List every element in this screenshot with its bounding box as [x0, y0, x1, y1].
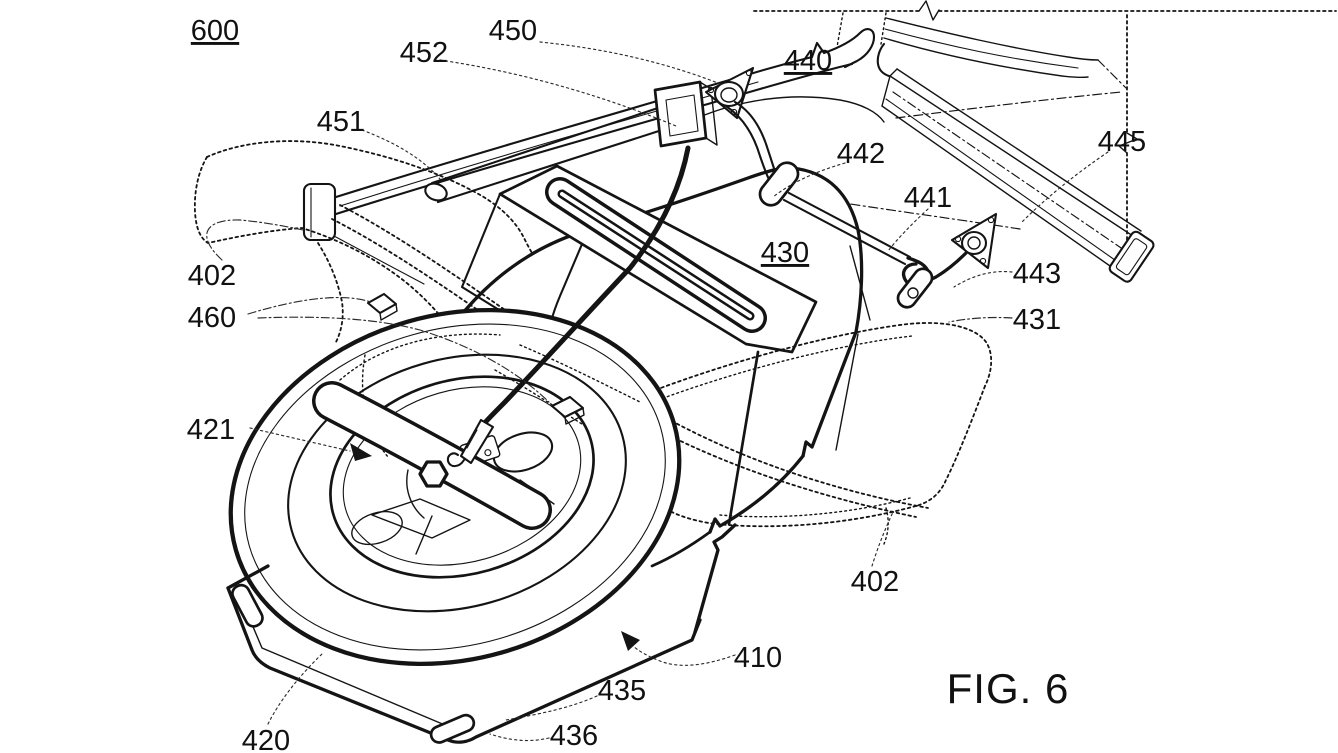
tray-slot-436-left [231, 583, 264, 628]
frame-channel-end [302, 182, 425, 285]
ref-label-442: 442 [837, 138, 885, 170]
ref-label-435: 435 [598, 675, 646, 707]
ref-label-402-left: 402 [188, 260, 236, 292]
rim-vent-hole [492, 431, 554, 473]
hex-hole [418, 460, 449, 488]
ref-label-430: 430 [761, 237, 809, 269]
handle-strap-421 [312, 381, 552, 530]
mount-bracket-b [950, 212, 998, 270]
ref-label-443: 443 [1013, 258, 1061, 290]
cross-member-rail [334, 17, 1099, 216]
ref-label-420: 420 [242, 725, 290, 753]
winch-cable-450 [446, 145, 691, 468]
ref-label-445: 445 [1098, 126, 1146, 158]
hook-443 [896, 251, 968, 309]
ref-label-410: 410 [734, 642, 782, 674]
ref-label-402-lower: 402 [851, 566, 899, 598]
ref-label-441: 441 [904, 182, 952, 214]
arrowhead-410 [621, 631, 640, 651]
link-442 [758, 161, 800, 207]
figure-caption: FIG. 6 [947, 665, 1070, 712]
retainer-rod-442-441 [724, 100, 912, 266]
flange-bracket-452 [653, 80, 718, 148]
carrier-tray-410 [226, 523, 737, 744]
arrowhead-421 [350, 443, 372, 461]
reference-numerals: 600 450 452 451 440 442 441 445 443 431 … [187, 15, 1146, 753]
mount-bracket-a [704, 66, 755, 120]
ref-label-452: 452 [400, 37, 448, 69]
ref-label-450: 450 [489, 15, 537, 47]
leader-lines [206, 41, 1109, 742]
tray-slot-436-bottom [429, 713, 476, 744]
ref-label-431: 431 [1013, 304, 1061, 336]
ref-label-436: 436 [550, 720, 598, 752]
ref-label-440: 440 [784, 45, 832, 77]
ref-label-460: 460 [188, 302, 236, 334]
winch-rod-451 [424, 106, 664, 204]
retainer-clip-460-a [366, 292, 398, 321]
ref-label-421: 421 [187, 414, 235, 446]
rim-vent-hole-2 [351, 510, 403, 546]
tub-outline-dotted-402 [649, 322, 993, 545]
ref-label-451: 451 [317, 106, 365, 138]
support-beam-445 [881, 68, 1155, 283]
ref-label-600: 600 [191, 15, 239, 47]
retainer-clip-460-b [550, 395, 585, 425]
